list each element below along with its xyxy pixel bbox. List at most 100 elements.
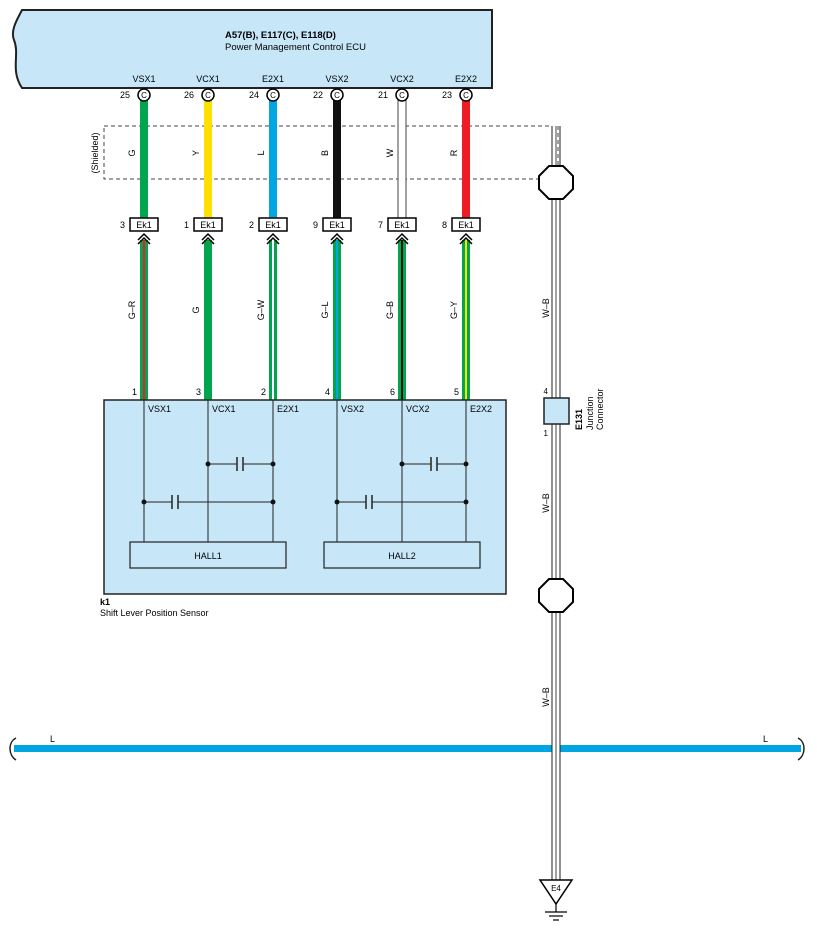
sensor-pin-vsx2: VSX2 bbox=[341, 404, 364, 414]
bus-label-left: L bbox=[50, 734, 55, 744]
hall1-box bbox=[129, 541, 287, 569]
sensor-code: k1 bbox=[100, 597, 110, 607]
wire-g-w bbox=[269, 240, 277, 400]
sensor-pin-num-6: 6 bbox=[390, 387, 395, 397]
lower-wires bbox=[140, 240, 470, 400]
svg-text:C: C bbox=[270, 91, 276, 100]
internal-circuit bbox=[143, 400, 467, 542]
sensor-pin-num-5: 5 bbox=[454, 387, 459, 397]
svg-text:VSX1: VSX1 bbox=[132, 74, 155, 84]
sensor-block: 1 3 2 4 6 5 VSX1 VCX1 E2X1 VSX2 VCX2 E2X… bbox=[100, 387, 507, 618]
svg-text:24: 24 bbox=[249, 90, 259, 100]
svg-text:21: 21 bbox=[378, 90, 388, 100]
svg-text:C: C bbox=[399, 91, 405, 100]
hall2-label: HALL2 bbox=[388, 551, 416, 561]
junction-connector-e131: 4 1 E131 Junction Connector bbox=[543, 387, 605, 438]
svg-text:25: 25 bbox=[120, 90, 130, 100]
ground-wire-label-mid: W–B bbox=[541, 493, 551, 513]
svg-text:2: 2 bbox=[249, 220, 254, 230]
wire-label-b: B bbox=[320, 150, 330, 156]
ground-wire-label-bottom: W–B bbox=[541, 687, 551, 707]
wire-label-y: Y bbox=[191, 150, 201, 156]
ek-connector-3: 3 Ek1 bbox=[120, 217, 159, 245]
svg-text:C: C bbox=[141, 91, 147, 100]
wire-g-l bbox=[333, 240, 341, 400]
svg-text:23: 23 bbox=[442, 90, 452, 100]
junction-pin-top: 4 bbox=[544, 387, 549, 396]
svg-text:Ek1: Ek1 bbox=[136, 220, 152, 230]
sensor-pin-vcx2: VCX2 bbox=[406, 404, 430, 414]
ek-connector-8: 8 Ek1 bbox=[442, 217, 481, 245]
svg-text:22: 22 bbox=[313, 90, 323, 100]
ek-connector-9: 9 Ek1 bbox=[313, 217, 352, 245]
svg-text:C: C bbox=[205, 91, 211, 100]
svg-text:3: 3 bbox=[120, 220, 125, 230]
ground-point-label: E4 bbox=[551, 884, 561, 893]
ek-connector-7: 7 Ek1 bbox=[378, 217, 417, 245]
wire-e2x2-upper bbox=[462, 100, 470, 220]
ecu-pin-e2x2: E2X2 23 C bbox=[442, 74, 477, 102]
sensor-pin-vcx1: VCX1 bbox=[212, 404, 236, 414]
sensor-name: Shift Lever Position Sensor bbox=[100, 608, 209, 618]
ecu-name: Power Management Control ECU bbox=[225, 42, 366, 53]
svg-text:C: C bbox=[463, 91, 469, 100]
hall1-label: HALL1 bbox=[194, 551, 222, 561]
bus-line: L L bbox=[9, 734, 805, 761]
svg-text:E2X2: E2X2 bbox=[455, 74, 477, 84]
wire-vsx2-upper bbox=[333, 100, 341, 220]
wire-e2x1-upper bbox=[269, 100, 277, 220]
wire-label-g-b: G–B bbox=[385, 301, 395, 319]
wire-label-g-w: G–W bbox=[256, 299, 266, 320]
svg-text:1: 1 bbox=[184, 220, 189, 230]
upper-wires bbox=[140, 99, 470, 221]
svg-text:26: 26 bbox=[184, 90, 194, 100]
ecu-pin-vcx2: VCX2 21 C bbox=[378, 74, 414, 102]
wire-label-r: R bbox=[449, 149, 459, 156]
junction-pin-bottom: 1 bbox=[544, 429, 549, 438]
junction-octagon-bottom bbox=[538, 578, 574, 613]
junction-name-2: Connector bbox=[595, 388, 605, 430]
svg-text:Ek1: Ek1 bbox=[458, 220, 474, 230]
sensor-pin-num-3: 3 bbox=[196, 387, 201, 397]
ecu-pins: VSX1 25 C VCX1 26 C E2X1 24 C VSX2 22 C … bbox=[120, 74, 477, 102]
svg-text:Ek1: Ek1 bbox=[394, 220, 410, 230]
lower-wire-labels: G–R G G–W G–L G–B G–Y bbox=[127, 299, 459, 320]
ecu-pin-vcx1: VCX1 26 C bbox=[184, 74, 220, 102]
wire-label-g-l: G–L bbox=[320, 301, 330, 318]
ecu-codes: A57(B), E117(C), E118(D) bbox=[225, 30, 336, 41]
junction-code: E131 bbox=[574, 409, 584, 430]
svg-text:Ek1: Ek1 bbox=[329, 220, 345, 230]
ek-connectors: 3 Ek1 1 Ek1 2 Ek1 9 Ek1 7 bbox=[120, 217, 481, 245]
hall2-box bbox=[323, 541, 481, 569]
svg-text:C: C bbox=[334, 91, 340, 100]
wire-g-y bbox=[462, 240, 470, 400]
svg-text:Ek1: Ek1 bbox=[200, 220, 216, 230]
ground-wire-labels: W–B W–B W–B bbox=[541, 298, 551, 707]
ecu-block: A57(B), E117(C), E118(D) Power Managemen… bbox=[12, 9, 493, 89]
wire-g-b bbox=[398, 240, 406, 400]
wire-vsx1-upper bbox=[140, 100, 148, 220]
ecu-pin-vsx1: VSX1 25 C bbox=[120, 74, 156, 102]
sensor-pin-e2x1: E2X1 bbox=[277, 404, 299, 414]
wire-label-g-y: G–Y bbox=[449, 301, 459, 319]
junction-dots bbox=[141, 461, 469, 505]
svg-text:VSX2: VSX2 bbox=[325, 74, 348, 84]
ground-wire bbox=[551, 100, 561, 880]
sensor-pin-num-2: 2 bbox=[261, 387, 266, 397]
wire-g-r bbox=[140, 240, 148, 400]
wire-label-g-r: G–R bbox=[127, 300, 137, 319]
junction-octagon-top bbox=[538, 165, 574, 200]
bus-label-right: L bbox=[763, 734, 768, 744]
svg-text:7: 7 bbox=[378, 220, 383, 230]
ecu-pin-e2x1: E2X1 24 C bbox=[249, 74, 284, 102]
wire-label-g-2: G bbox=[191, 306, 201, 313]
sensor-pin-num-1: 1 bbox=[132, 387, 137, 397]
shield-box: (Shielded) bbox=[90, 125, 559, 180]
wire-vcx1-upper bbox=[204, 100, 212, 220]
svg-text:8: 8 bbox=[442, 220, 447, 230]
svg-text:9: 9 bbox=[313, 220, 318, 230]
shielded-label: (Shielded) bbox=[90, 132, 100, 173]
svg-text:VCX1: VCX1 bbox=[196, 74, 220, 84]
svg-text:VCX2: VCX2 bbox=[390, 74, 414, 84]
